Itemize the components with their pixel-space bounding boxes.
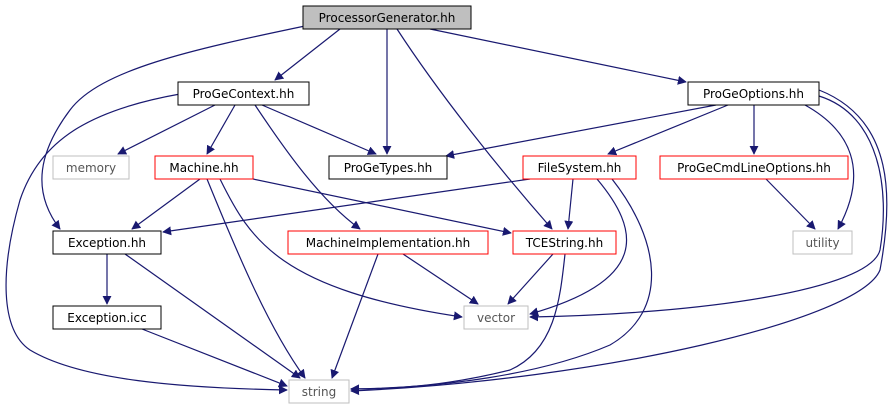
edges-layer bbox=[5, 25, 888, 396]
node-box bbox=[463, 305, 529, 330]
node-label: ProcessorGenerator.hh bbox=[319, 11, 456, 25]
edge-n6-n13 bbox=[529, 178, 627, 317]
node-label: ProGeOptions.hh bbox=[703, 87, 804, 101]
node-label: memory bbox=[66, 161, 116, 175]
node-box bbox=[177, 81, 310, 106]
node-box bbox=[52, 155, 130, 180]
node-box bbox=[154, 155, 254, 180]
edge-n2-n6 bbox=[607, 104, 729, 156]
node-n1[interactable]: ProGeContext.hh bbox=[177, 81, 310, 106]
node-label: Exception.hh bbox=[68, 236, 146, 250]
node-n13: vector bbox=[463, 305, 529, 330]
edge-n4-n13 bbox=[219, 178, 463, 321]
node-label: ProGeCmdLineOptions.hh bbox=[677, 161, 831, 175]
edge-n6-n14 bbox=[350, 178, 653, 394]
edge-n10-n14 bbox=[350, 253, 566, 394]
node-box bbox=[52, 230, 162, 255]
node-box bbox=[512, 230, 617, 255]
node-box bbox=[792, 230, 853, 255]
edge-n4-n10 bbox=[252, 178, 512, 236]
node-label: TCEString.hh bbox=[525, 236, 603, 250]
node-n2[interactable]: ProGeOptions.hh bbox=[687, 81, 820, 106]
node-label: string bbox=[302, 385, 336, 399]
node-n9[interactable]: MachineImplementation.hh bbox=[287, 230, 489, 255]
edge-n0-n1 bbox=[274, 28, 341, 81]
node-box bbox=[687, 81, 820, 106]
node-n10[interactable]: TCEString.hh bbox=[512, 230, 617, 255]
edge-n9-n13 bbox=[402, 253, 479, 305]
edge-n4-n14 bbox=[206, 178, 306, 379]
node-n8[interactable]: Exception.hh bbox=[52, 230, 162, 255]
edge-n4-n8 bbox=[131, 178, 201, 230]
node-n12[interactable]: Exception.icc bbox=[52, 305, 162, 330]
edge-n1-n14 bbox=[5, 93, 288, 395]
node-n0[interactable]: ProcessorGenerator.hh bbox=[302, 5, 472, 30]
edge-n10-n13 bbox=[507, 253, 554, 305]
edge-n2-n11 bbox=[804, 104, 855, 230]
node-n5[interactable]: ProGeTypes.hh bbox=[328, 155, 448, 180]
node-box bbox=[52, 305, 162, 330]
node-n4[interactable]: Machine.hh bbox=[154, 155, 254, 180]
edge-n8-n14 bbox=[124, 253, 301, 379]
node-n7[interactable]: ProGeCmdLineOptions.hh bbox=[659, 155, 849, 180]
edge-n2-n5 bbox=[445, 104, 717, 159]
edge-n0-n8 bbox=[41, 25, 306, 230]
edge-n0-n2 bbox=[429, 28, 687, 85]
node-label: utility bbox=[805, 236, 839, 250]
node-n6[interactable]: FileSystem.hh bbox=[522, 155, 637, 180]
node-label: vector bbox=[477, 311, 515, 325]
node-box bbox=[288, 379, 350, 404]
node-box bbox=[287, 230, 489, 255]
node-label: ProGeTypes.hh bbox=[344, 161, 433, 175]
edge-n2-n13 bbox=[529, 95, 884, 322]
edge-n12-n14 bbox=[141, 328, 288, 388]
edge-n2-n14 bbox=[350, 89, 888, 396]
node-label: MachineImplementation.hh bbox=[306, 236, 471, 250]
node-box bbox=[328, 155, 448, 180]
edge-n6-n8 bbox=[162, 178, 531, 236]
node-n14: string bbox=[288, 379, 350, 404]
node-label: ProGeContext.hh bbox=[193, 87, 295, 101]
edge-n7-n11 bbox=[765, 178, 816, 230]
edge-n1-n4 bbox=[206, 104, 236, 155]
node-n3: memory bbox=[52, 155, 130, 180]
edge-n1-n9 bbox=[254, 104, 361, 230]
node-box bbox=[302, 5, 472, 30]
edge-n0-n10 bbox=[396, 28, 553, 230]
edge-n1-n3 bbox=[117, 104, 216, 155]
node-label: Machine.hh bbox=[169, 161, 238, 175]
edge-n1-n5 bbox=[261, 104, 377, 155]
node-box bbox=[659, 155, 849, 180]
node-label: Exception.icc bbox=[67, 311, 146, 325]
edge-n9-n14 bbox=[330, 253, 379, 379]
edge-n6-n10 bbox=[564, 178, 574, 230]
node-n11: utility bbox=[792, 230, 853, 255]
node-box bbox=[522, 155, 637, 180]
node-label: FileSystem.hh bbox=[538, 161, 622, 175]
